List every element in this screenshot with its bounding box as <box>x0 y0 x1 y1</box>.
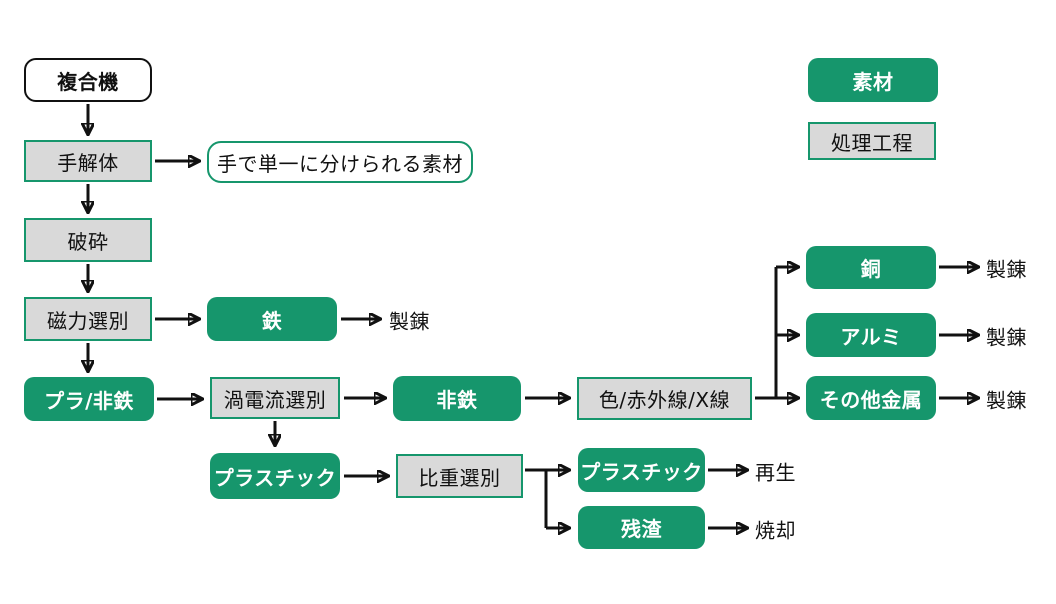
node-copper: 銅 <box>806 246 936 289</box>
node-other-metals: その他金属 <box>806 376 936 420</box>
node-eddy-current-separation: 渦電流選別 <box>210 377 340 419</box>
label-smelting-iron: 製錬 <box>389 309 430 334</box>
node-plastic-output: プラスチック <box>578 448 705 492</box>
label-smelting-aluminum: 製錬 <box>986 325 1027 350</box>
node-magnetic-separation: 磁力選別 <box>24 297 152 341</box>
node-residue: 残渣 <box>578 506 705 549</box>
node-plastic-nonferrous: プラ/非鉄 <box>24 377 154 421</box>
node-plastic-sorted: プラスチック <box>210 453 340 499</box>
node-color-infrared-xray-separation: 色/赤外線/X線 <box>577 377 752 420</box>
node-copier: 複合機 <box>24 58 152 102</box>
node-crushing: 破砕 <box>24 218 152 262</box>
label-smelting-other-metals: 製錬 <box>986 388 1027 413</box>
legend-process: 処理工程 <box>808 122 936 160</box>
node-nonferrous: 非鉄 <box>393 376 521 421</box>
node-hand-separable-materials: 手で単一に分けられる素材 <box>207 141 473 183</box>
node-iron: 鉄 <box>207 297 337 341</box>
node-gravity-separation: 比重選別 <box>396 454 523 498</box>
label-incineration: 焼却 <box>755 518 796 543</box>
node-aluminum: アルミ <box>806 313 936 357</box>
label-smelting-copper: 製錬 <box>986 257 1027 282</box>
node-manual-disassembly: 手解体 <box>24 140 152 182</box>
label-recycle: 再生 <box>755 460 796 485</box>
legend-material: 素材 <box>808 58 938 102</box>
